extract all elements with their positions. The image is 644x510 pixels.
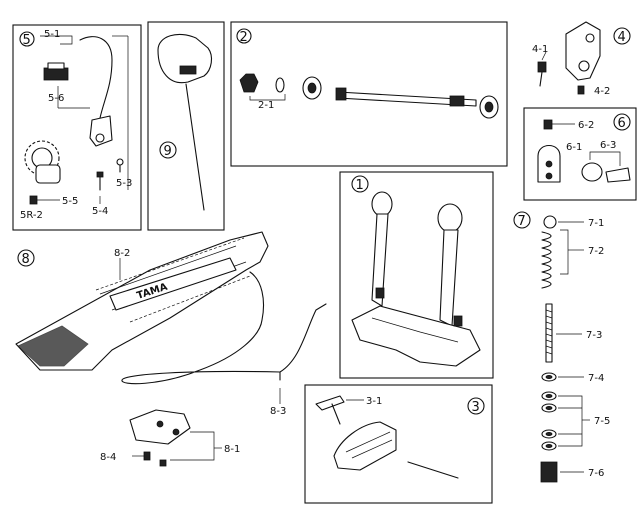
section-3-number: 3 xyxy=(472,400,480,415)
label-3-1: 3-1 xyxy=(366,396,382,407)
section-7-number: 7 xyxy=(518,214,526,229)
label-5-4: 5-4 xyxy=(92,206,108,217)
label-4-2: 4-2 xyxy=(594,86,610,97)
label-7-5: 7-5 xyxy=(594,416,610,427)
label-2-1: 2-1 xyxy=(258,100,274,111)
section-6-number: 6 xyxy=(618,116,626,131)
section-7-group: 7 7-1 7-2 7 xyxy=(513,211,610,483)
section-4-number: 4 xyxy=(618,30,626,45)
label-8-3: 8-3 xyxy=(270,406,286,417)
label-6-1: 6-1 xyxy=(566,142,582,153)
label-6-3: 6-3 xyxy=(600,140,616,151)
label-8-4: 8-4 xyxy=(100,452,116,463)
section-1-box: 1 xyxy=(339,171,494,379)
label-6-2: 6-2 xyxy=(578,120,594,131)
section-8-group: 8 TAMA 8-2 8-3 8-4 8-1 xyxy=(15,231,327,467)
label-5r-2: 5R-2 xyxy=(20,210,43,221)
section-4-group: 4 4-1 4-2 xyxy=(532,21,631,97)
section-3-box: 3 3-1 xyxy=(304,384,493,504)
label-7-4: 7-4 xyxy=(588,373,604,384)
label-5-5: 5-5 xyxy=(62,196,78,207)
label-5-6: 5-6 xyxy=(48,93,64,104)
section-1-number: 1 xyxy=(356,178,364,193)
label-7-3: 7-3 xyxy=(586,330,602,341)
section-5-box: 5 5-1 5-6 5-3 5-4 5-5 5R-2 xyxy=(12,24,142,231)
section-9-box: 9 xyxy=(147,21,225,231)
label-7-2: 7-2 xyxy=(588,246,604,257)
section-8-number: 8 xyxy=(22,252,30,267)
label-5-1: 5-1 xyxy=(44,29,60,40)
section-6-box: 6 6-2 6-1 6-3 xyxy=(523,107,637,201)
label-7-1: 7-1 xyxy=(588,218,604,229)
section-2-number: 2 xyxy=(240,30,248,45)
section-5-number: 5 xyxy=(23,33,31,48)
label-7-6: 7-6 xyxy=(588,468,604,479)
label-5-3: 5-3 xyxy=(116,178,132,189)
section-9-number: 9 xyxy=(164,144,172,159)
spring xyxy=(541,231,552,289)
label-8-2: 8-2 xyxy=(114,248,130,259)
label-8-1: 8-1 xyxy=(224,444,240,455)
label-4-1: 4-1 xyxy=(532,44,548,55)
section-2-box: 2 2-1 xyxy=(230,21,508,167)
